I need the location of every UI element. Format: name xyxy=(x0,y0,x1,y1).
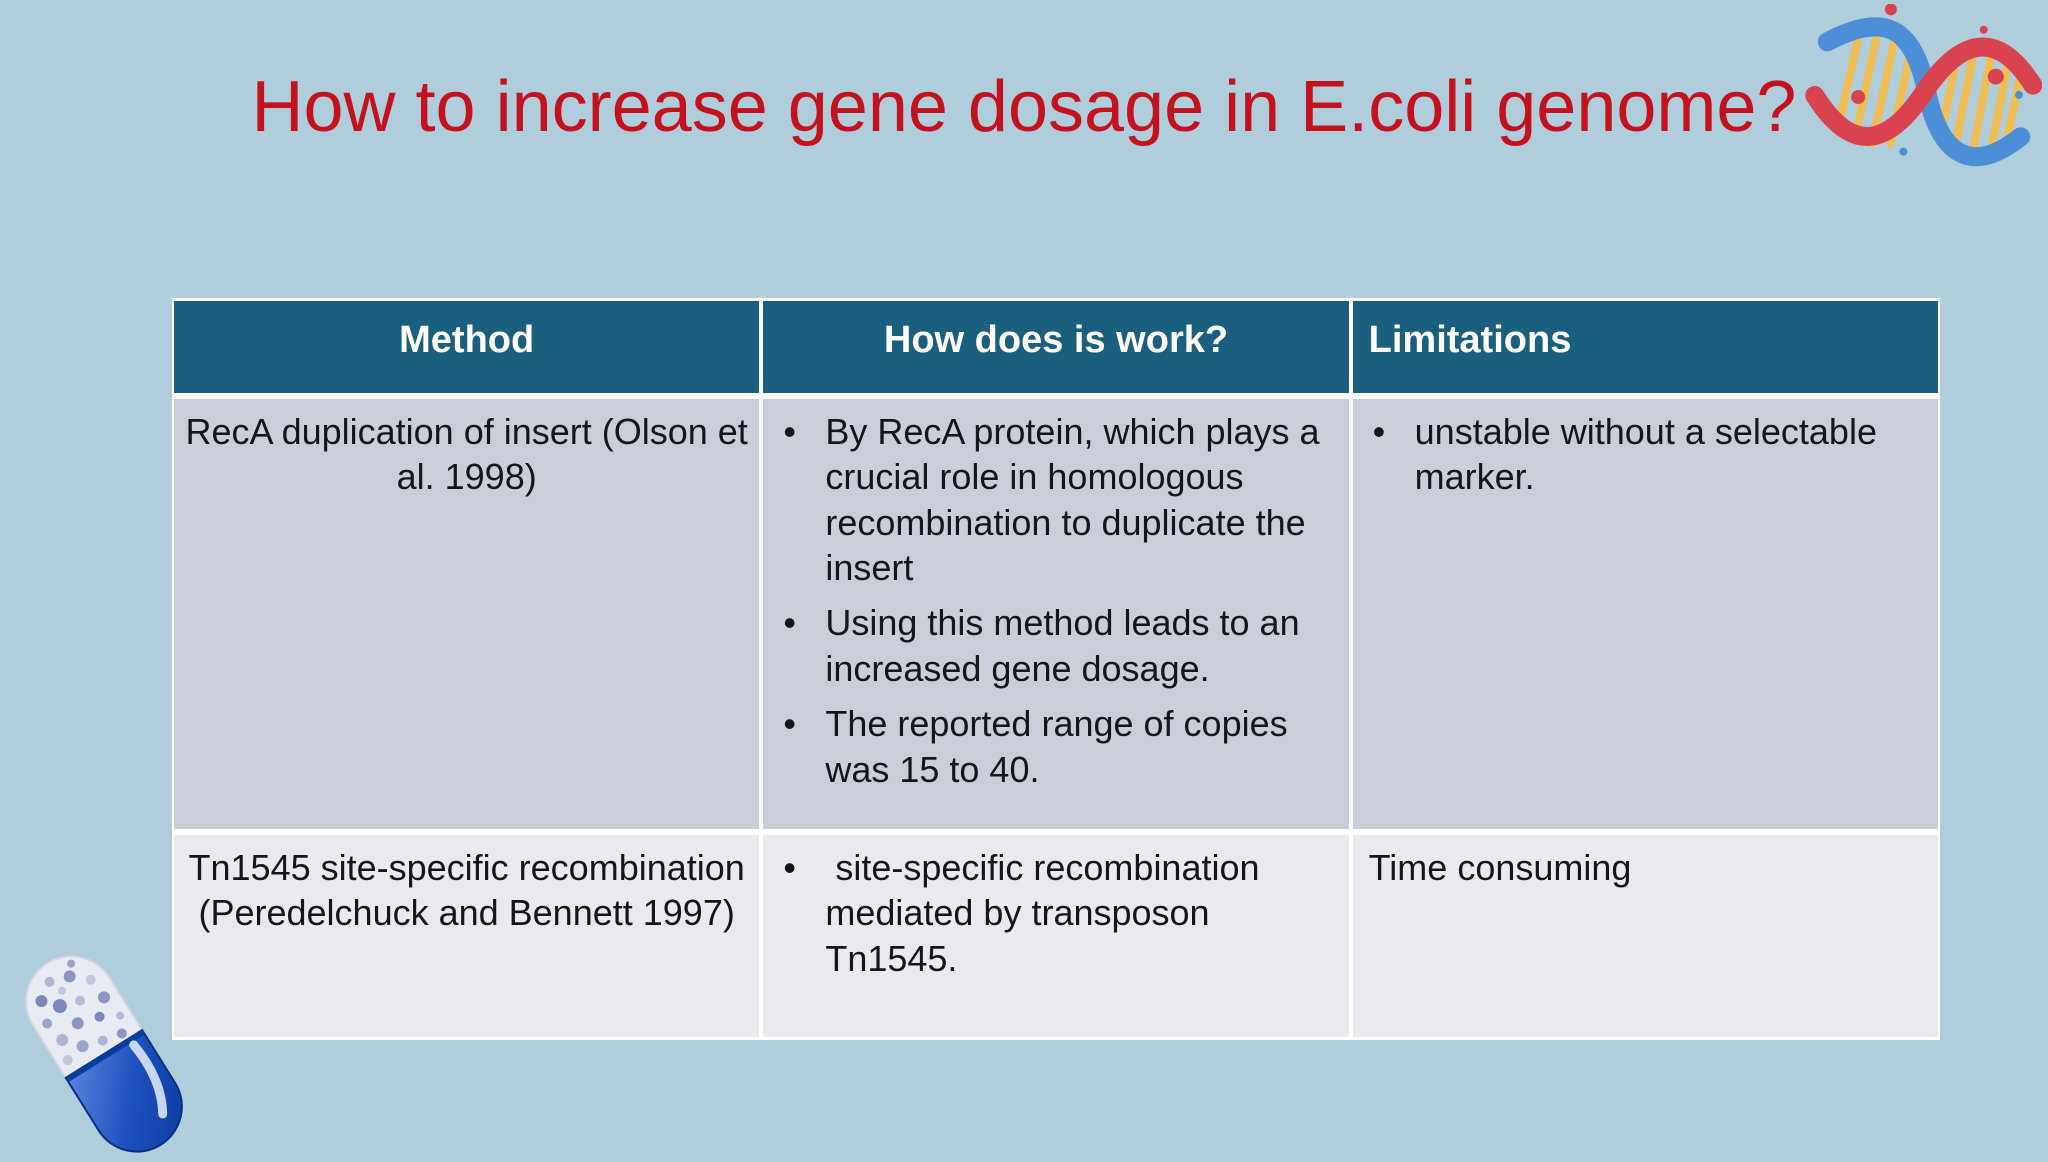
capsule-pill-icon xyxy=(4,952,209,1157)
bullet-item: By RecA protein, which plays a crucial r… xyxy=(773,409,1338,590)
bullet-list: unstable without a selectable marker. xyxy=(1363,409,1928,500)
bullet-list: By RecA protein, which plays a crucial r… xyxy=(773,409,1338,792)
limitations-cell: Time consuming xyxy=(1350,832,1940,1040)
bullet-list: site-specific recombination mediated by … xyxy=(773,845,1338,981)
table-row: Tn1545 site-specific recombination (Pere… xyxy=(172,832,1940,1040)
dna-helix-icon xyxy=(1802,3,2043,179)
bullet-item: The reported range of copies was 15 to 4… xyxy=(773,701,1338,792)
bullet-item: Using this method leads to an increased … xyxy=(773,600,1338,691)
method-cell: Tn1545 site-specific recombination (Pere… xyxy=(172,832,762,1040)
how-cell: By RecA protein, which plays a crucial r… xyxy=(761,396,1351,832)
table-header-row: Method How does is work? Limitations xyxy=(172,298,1940,396)
slide-title: How to increase gene dosage in E.coli ge… xyxy=(251,67,1797,147)
method-cell: RecA duplication of insert (Olson et al.… xyxy=(172,396,762,832)
bullet-item: unstable without a selectable marker. xyxy=(1363,409,1928,500)
bullet-item: site-specific recombination mediated by … xyxy=(773,845,1338,981)
limitations-cell: unstable without a selectable marker. xyxy=(1350,396,1940,832)
table-row: RecA duplication of insert (Olson et al.… xyxy=(172,396,1940,832)
how-cell: site-specific recombination mediated by … xyxy=(761,832,1351,1040)
col-header-limitations: Limitations xyxy=(1350,298,1940,396)
methods-table: Method How does is work? Limitations Rec… xyxy=(172,298,1940,1040)
col-header-how: How does is work? xyxy=(761,298,1351,396)
col-header-method: Method xyxy=(172,298,762,396)
